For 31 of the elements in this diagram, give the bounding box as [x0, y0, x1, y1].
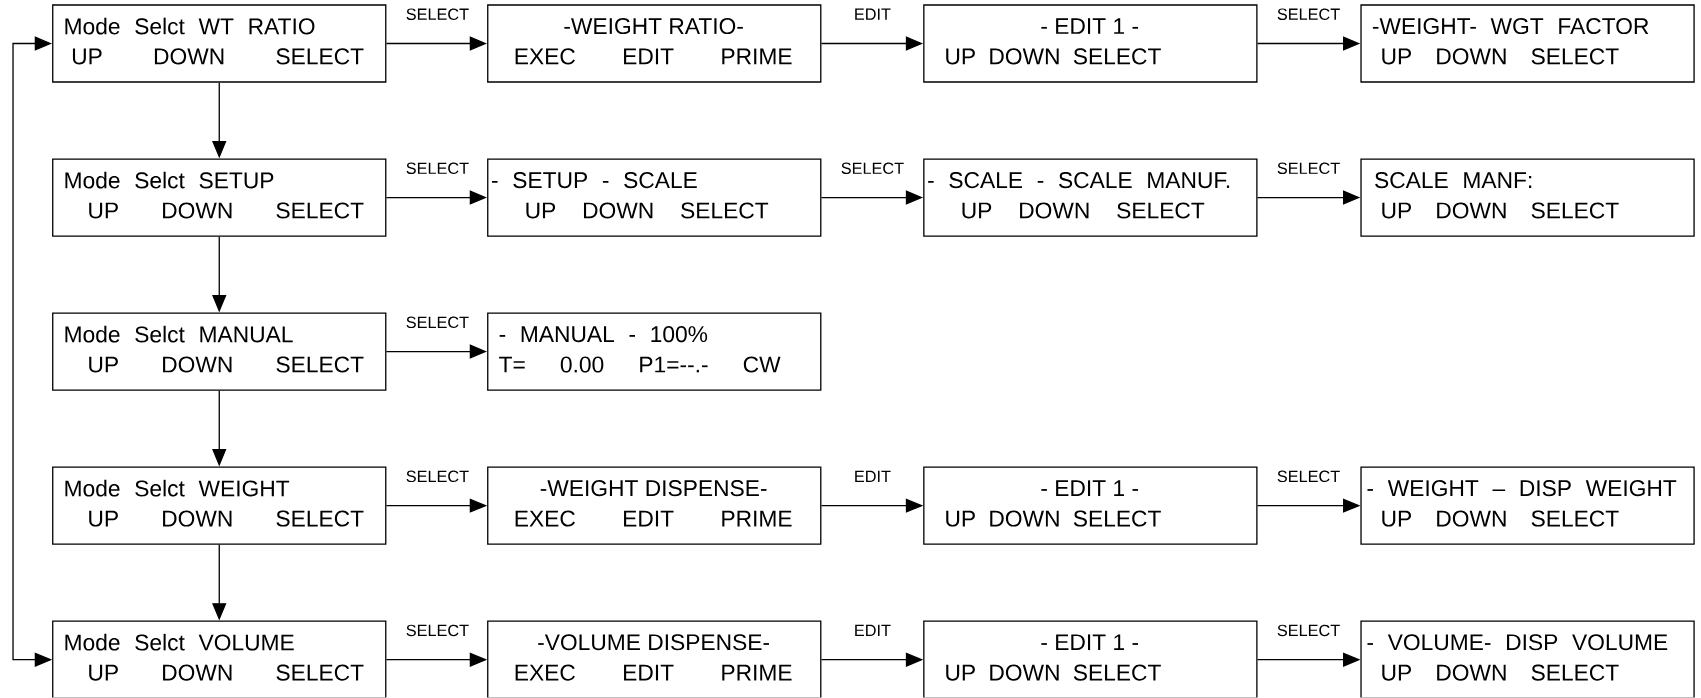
edge-label: SELECT — [1274, 6, 1343, 23]
display-box: Mode Selct WT RATIO UP DOWN SELECT — [52, 4, 387, 83]
display-box: Mode Selct VOLUME UP DOWN SELECT — [52, 620, 387, 698]
display-box: - EDIT 1 - UP DOWN SELECT — [923, 620, 1258, 698]
edge-label: SELECT — [1274, 622, 1343, 639]
display-box: - WEIGHT – DISP WEIGHT UP DOWN SELECT — [1360, 466, 1695, 546]
edge-label: SELECT — [838, 160, 907, 177]
edge-label: SELECT — [403, 6, 472, 23]
edge-label: EDIT — [851, 6, 894, 23]
edge-label: SELECT — [403, 468, 472, 485]
display-box: -WEIGHT- WGT FACTOR UP DOWN SELECT — [1360, 4, 1695, 83]
edge-label: SELECT — [1274, 160, 1343, 177]
display-box: SCALE MANF: UP DOWN SELECT — [1360, 158, 1695, 237]
display-box: -WEIGHT DISPENSE- EXEC EDIT PRIME — [487, 466, 822, 546]
display-box: Mode Selct SETUP UP DOWN SELECT — [52, 158, 387, 237]
edge-label: EDIT — [851, 468, 894, 485]
edge-label: EDIT — [851, 622, 894, 639]
edge-label: SELECT — [1274, 468, 1343, 485]
display-box: - SETUP - SCALE UP DOWN SELECT — [487, 158, 822, 237]
display-box: - MANUAL - 100% T= 0.00 P1=--.- CW — [487, 312, 822, 391]
display-box: Mode Selct WEIGHT UP DOWN SELECT — [52, 466, 387, 546]
display-box: -VOLUME DISPENSE- EXEC EDIT PRIME — [487, 620, 822, 698]
display-box: - SCALE - SCALE MANUF. UP DOWN SELECT — [923, 158, 1258, 237]
edge-label: SELECT — [403, 314, 472, 331]
edge-label: SELECT — [403, 622, 472, 639]
display-box: - EDIT 1 - UP DOWN SELECT — [923, 466, 1258, 546]
display-box: Mode Selct MANUAL UP DOWN SELECT — [52, 312, 387, 391]
display-box: - VOLUME- DISP VOLUME UP DOWN SELECT — [1360, 620, 1695, 698]
display-box: - EDIT 1 - UP DOWN SELECT — [923, 4, 1258, 83]
edge-label: SELECT — [403, 160, 472, 177]
display-box: -WEIGHT RATIO- EXEC EDIT PRIME — [487, 4, 822, 83]
